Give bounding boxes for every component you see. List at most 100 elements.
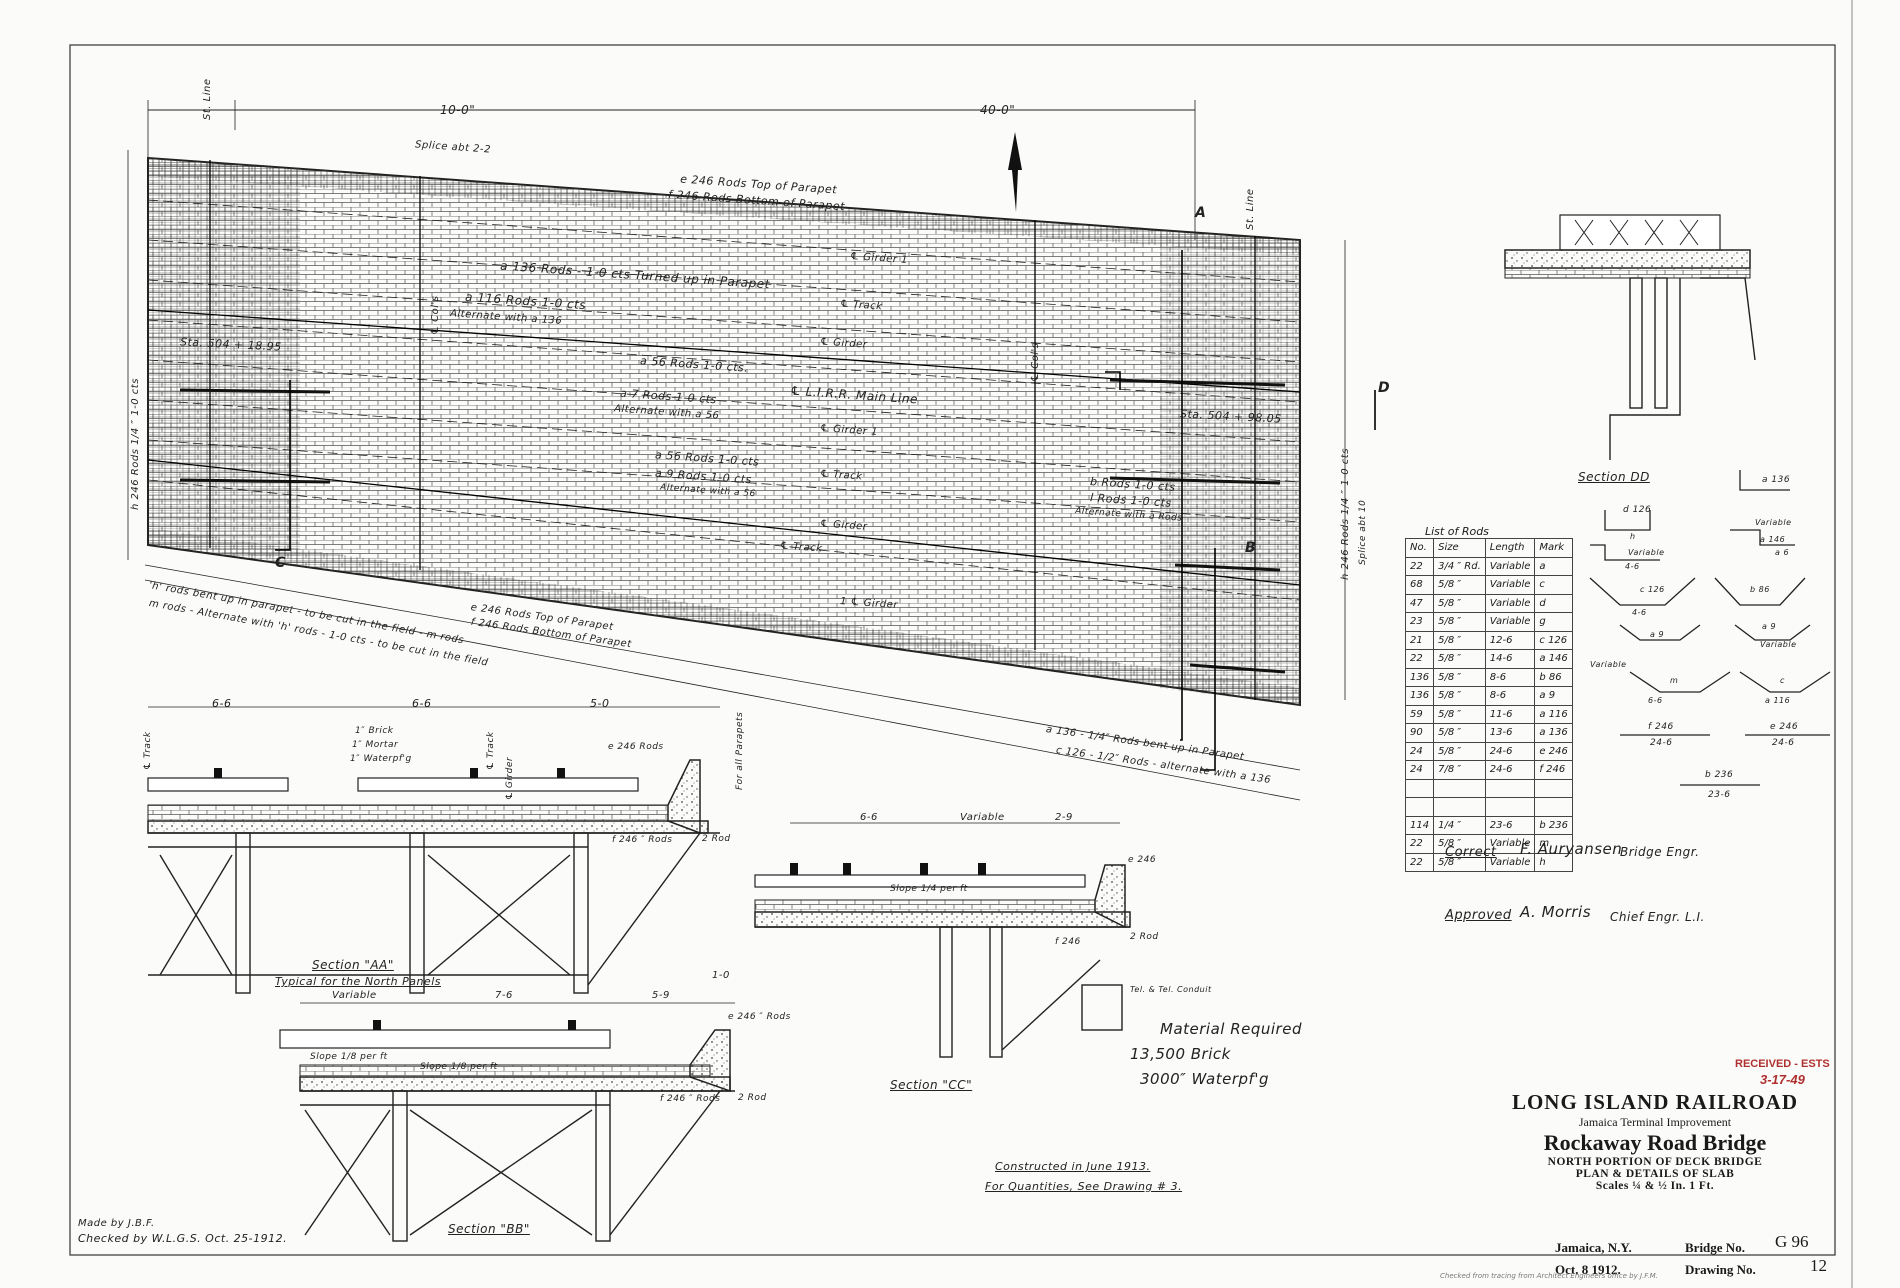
rod-detail-label: 4-6 [1632, 608, 1647, 617]
bb-e246: e 246 ″ Rods [728, 1012, 791, 1022]
cell-length: 24-6 [1484, 741, 1536, 761]
cell-size: 7/8 ″ [1433, 760, 1486, 780]
made-by: Made by J.B.F. [78, 1218, 155, 1229]
cell-mark: e 246 [1534, 741, 1574, 761]
cell-no [1404, 778, 1435, 798]
cell-size: 5/8 ″ [1433, 649, 1486, 669]
correct-label: Correct [1445, 845, 1497, 860]
rod-detail-label: Variable [1590, 660, 1627, 669]
cell-mark: a 136 [1534, 723, 1574, 743]
plan-dim-right: 40-0" [980, 103, 1016, 117]
correct-signature: F. Auryansen [1520, 840, 1623, 858]
cell-no: 23 [1404, 612, 1435, 632]
cell-mark: d [1534, 593, 1574, 613]
cell-no: 136 [1404, 667, 1435, 687]
rod-detail-label: h [1630, 532, 1636, 541]
cell-mark [1534, 797, 1574, 817]
bridge-no-value: G 96 [1775, 1232, 1809, 1251]
checked-by: Checked by W.L.G.S. Oct. 25-1912. [78, 1232, 288, 1245]
cell-length: 13-6 [1484, 723, 1536, 743]
section-mark-c: C [275, 555, 286, 571]
col-label-1: ℄ Col's [430, 295, 441, 335]
aa-label-track-1: ℄ Track [143, 731, 153, 770]
cell-length: 11-6 [1484, 704, 1536, 724]
header-no: No. [1404, 538, 1435, 558]
cell-length: Variable [1484, 556, 1536, 576]
aa-label-girder: ℄ Girder [505, 756, 515, 800]
cell-no: 114 [1404, 815, 1435, 835]
rod-detail-label: a 136 [1762, 475, 1791, 485]
rod-detail-label: c 126 [1640, 585, 1665, 594]
rod-detail-label: d 126 [1623, 505, 1652, 515]
drawing-no-value: 12 [1810, 1256, 1827, 1275]
material-brick: 13,500 Brick [1130, 1045, 1231, 1063]
cell-no: 22 [1404, 852, 1435, 872]
drawing-no-label: Drawing No. [1685, 1262, 1756, 1277]
rod-detail-label: 24-6 [1650, 738, 1673, 748]
aa-label-f246: f 246 ″ Rods [612, 835, 673, 845]
quantities-note: For Quantities, See Drawing # 3. [985, 1180, 1183, 1193]
cell-no: 136 [1404, 686, 1435, 706]
bb-f246: f 246 ″ Rods [660, 1094, 721, 1104]
bb-slope-1: Slope 1/8 per ft [310, 1052, 388, 1062]
bb-dim-1: Variable [332, 990, 377, 1001]
section-cc-title: Section "CC" [890, 1078, 973, 1092]
approved-label: Approved [1445, 908, 1512, 923]
st-line-left: St. Line [202, 78, 213, 120]
portion-label: NORTH PORTION OF DECK BRIDGE [1547, 1156, 1763, 1168]
rod-detail-label: a 6 [1775, 548, 1790, 557]
aa-label-track-2: ℄ Track [486, 731, 496, 770]
cell-size: 5/8 ″ [1433, 686, 1486, 706]
cc-conduit: Tel. & Tel. Conduit [1130, 985, 1212, 994]
cell-size: 5/8 ″ [1433, 723, 1486, 743]
rod-detail-label: a 9 [1650, 630, 1665, 639]
rod-detail-label: b 236 [1705, 770, 1734, 780]
table-row [1404, 778, 1574, 798]
aa-label-e246: e 246 Rods [608, 742, 664, 752]
approved-signature: A. Morris [1520, 903, 1592, 921]
cell-size: 5/8 ″ [1433, 612, 1486, 632]
place-label: Jamaica, N.Y. [1555, 1240, 1632, 1255]
rod-detail-sketches [1589, 470, 1831, 786]
cell-mark [1534, 778, 1574, 798]
cell-size: 5/8 ″ [1433, 704, 1486, 724]
material-waterpf: 3000″ Waterpf'g [1140, 1070, 1269, 1088]
rod-detail-label: m [1670, 676, 1679, 685]
plan-view [127, 100, 1376, 801]
cell-size: 5/8 ″ [1433, 741, 1486, 761]
railroad-name: LONG ISLAND RAILROAD [1511, 1090, 1799, 1114]
rod-detail-label: Variable [1628, 548, 1665, 557]
aa-label-waterpf: 1″ Waterpf'g [350, 754, 412, 764]
section-aa-subtitle: Typical for the North Panels [275, 975, 441, 988]
rod-detail-label: Variable [1755, 518, 1792, 527]
cell-no: 21 [1404, 630, 1435, 650]
cell-length: 8-6 [1484, 667, 1536, 687]
cell-length [1484, 797, 1536, 817]
aa-dim-3: 5-0 [590, 697, 610, 710]
cell-no: 22 [1404, 556, 1435, 576]
cc-dim-2: Variable [960, 812, 1005, 823]
cell-no: 47 [1404, 593, 1435, 613]
rod-detail-label: a 9 [1762, 622, 1777, 631]
cell-length: 8-6 [1484, 686, 1536, 706]
splice-abt: Splice abt 10 [1358, 499, 1368, 565]
rod-detail-label: 24-6 [1772, 738, 1795, 748]
cell-no [1404, 797, 1435, 817]
aa-label-brick: 1″ Brick [355, 726, 394, 736]
cc-dim-1: 6-6 [860, 812, 878, 823]
constructed-note: Constructed in June 1913. [995, 1160, 1151, 1173]
cell-mark: a 9 [1534, 686, 1574, 706]
cell-size: 5/8 ″ [1433, 630, 1486, 650]
cell-mark: a [1534, 556, 1574, 576]
scales-label: Scales ¼ & ½ In. 1 Ft. [1595, 1180, 1715, 1192]
cell-length: Variable [1484, 612, 1536, 632]
correct-title: Bridge Engr. [1620, 845, 1700, 859]
